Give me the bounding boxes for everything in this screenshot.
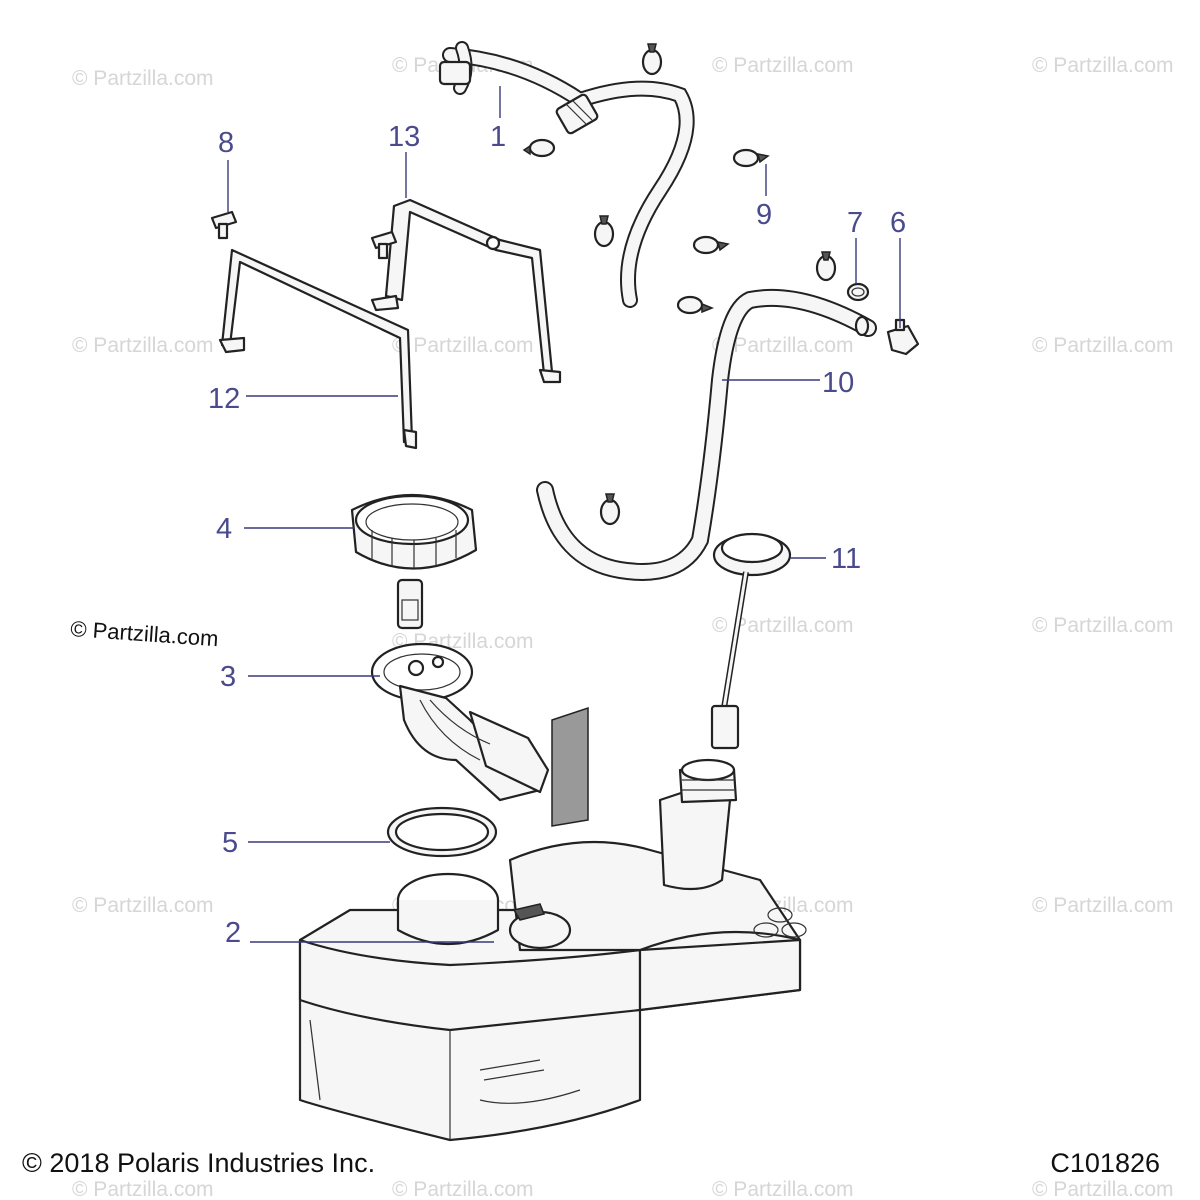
watermark: © Partzilla.com (392, 334, 534, 357)
part-1-fuel-hose (438, 41, 695, 308)
watermark: © Partzilla.com (1032, 334, 1174, 357)
part-7-clamp (846, 282, 870, 302)
part-6-fitting (886, 318, 920, 356)
callout-1: 1 (490, 121, 506, 153)
part-11-sender (710, 532, 792, 750)
callout-11: 11 (831, 543, 861, 575)
watermark: © Partzilla.com (392, 1178, 534, 1200)
part-12-strap (218, 248, 418, 450)
part-9-clamps (522, 43, 837, 526)
callout-5: 5 (222, 827, 238, 859)
watermark: © Partzilla.com (712, 54, 854, 77)
callout-2: 2 (225, 917, 241, 949)
part-3-fuel-pump (370, 578, 589, 827)
watermark: © Partzilla.com (1032, 614, 1174, 637)
watermark: © Partzilla.com (712, 1178, 854, 1200)
part-10-vent-hose (536, 289, 877, 581)
watermark: © Partzilla.com (1032, 1178, 1174, 1200)
watermark: © Partzilla.com (1032, 894, 1174, 917)
part-8-bolt (210, 210, 398, 260)
callout-7: 7 (847, 207, 863, 239)
leader-lines (227, 86, 901, 943)
callout-12: 12 (208, 383, 240, 415)
part-5-gasket (386, 806, 498, 858)
callout-numbers: 1 2 3 4 5 6 7 8 9 10 11 12 13 (208, 121, 906, 949)
copyright-text: © 2018 Polaris Industries Inc. (22, 1148, 376, 1178)
callout-13: 13 (388, 121, 420, 153)
part-13-strap (370, 198, 562, 384)
part-2-fuel-tank (298, 758, 807, 1142)
callout-9: 9 (756, 199, 772, 231)
callout-8: 8 (218, 127, 234, 159)
callout-10: 10 (822, 367, 854, 399)
part-4-lock-ring (350, 493, 478, 570)
diagram-code: C101826 (1050, 1148, 1160, 1178)
watermark: © Partzilla.com (72, 334, 214, 357)
prominent-watermark: © Partzilla.com (70, 616, 220, 651)
callout-4: 4 (216, 513, 232, 545)
watermark: © Partzilla.com (72, 67, 214, 90)
watermark: © Partzilla.com (712, 334, 854, 357)
watermark: © Partzilla.com (72, 894, 214, 917)
watermark: © Partzilla.com (1032, 54, 1174, 77)
watermark: © Partzilla.com (712, 614, 854, 637)
callout-6: 6 (890, 207, 906, 239)
callout-3: 3 (220, 661, 236, 693)
watermark: © Partzilla.com (72, 1178, 214, 1200)
